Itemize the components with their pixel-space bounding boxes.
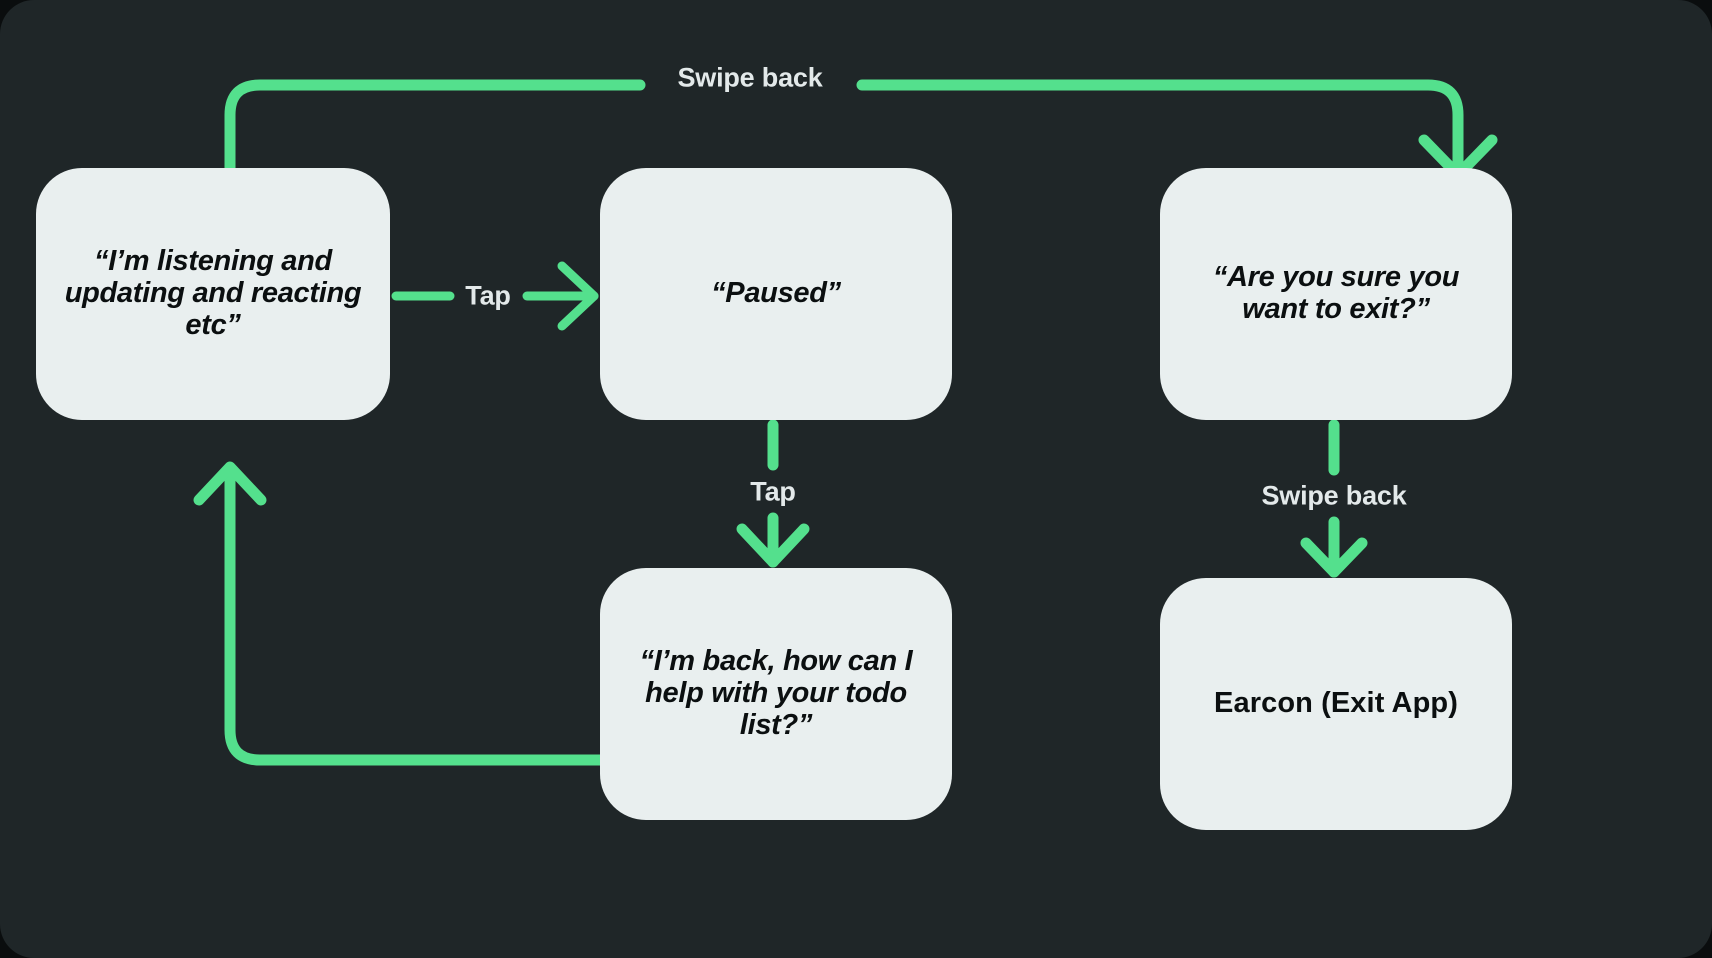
- node-back-label: “I’m back, how can I help with your todo…: [639, 645, 913, 741]
- node-confirm[interactable]: “Are you sure you want to exit?”: [1160, 168, 1512, 420]
- node-paused[interactable]: “Paused”: [600, 168, 952, 420]
- node-earcon[interactable]: Earcon (Exit App): [1160, 578, 1512, 830]
- edge-tap-right-arrowhead: [557, 261, 599, 331]
- edge-label-swipe-back-top: Swipe back: [677, 62, 823, 93]
- edge-label-swipe-back-right: Swipe back: [1261, 480, 1407, 511]
- node-confirm-label: “Are you sure you want to exit?”: [1212, 261, 1460, 325]
- edge-swipe-back-right-arrowhead: [1300, 537, 1368, 578]
- node-paused-label: “Paused”: [711, 277, 841, 310]
- edge-swipe-back-top-right-segment: [856, 79, 1464, 176]
- edge-label-tap-right: Tap: [465, 280, 511, 311]
- node-listening[interactable]: “I’m listening and updating and reacting…: [36, 168, 390, 420]
- edge-tap-down-arrowhead: [736, 523, 810, 568]
- node-earcon-label: Earcon (Exit App): [1214, 687, 1458, 720]
- edge-swipe-back-top-left-segment: [224, 79, 646, 176]
- edge-label-tap-down: Tap: [750, 476, 796, 507]
- node-listening-label: “I’m listening and updating and reacting…: [64, 245, 362, 341]
- node-back[interactable]: “I’m back, how can I help with your todo…: [600, 568, 952, 820]
- edge-return-loop-path: [224, 464, 654, 766]
- edge-return-loop-arrowhead: [193, 461, 267, 506]
